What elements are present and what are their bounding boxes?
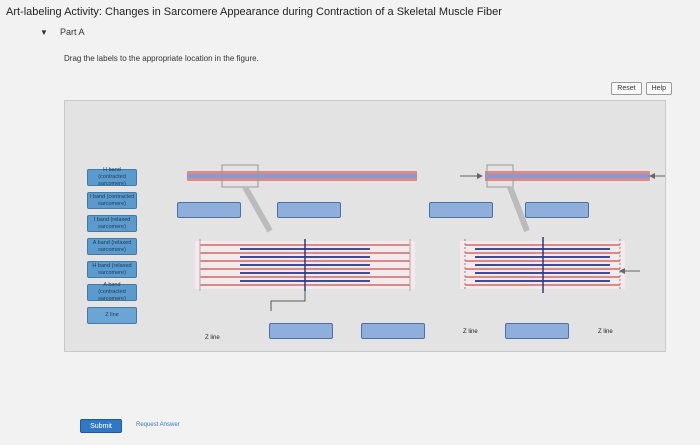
- drop-target-7[interactable]: [505, 323, 569, 339]
- part-label[interactable]: Part A: [60, 27, 85, 37]
- toolbar: Reset Help: [611, 82, 672, 95]
- drop-target-2[interactable]: [277, 202, 341, 218]
- relaxed-sarcomere: [195, 239, 415, 311]
- label-chip-i-band-relaxed[interactable]: I band (relaxed sarcomere): [87, 215, 137, 232]
- label-chip-z-line[interactable]: Z line: [87, 307, 137, 324]
- labeling-area: H band (contracted sarcomere) I band (co…: [64, 100, 666, 352]
- drop-target-3[interactable]: [429, 202, 493, 218]
- z-line-label-3: Z line: [598, 329, 613, 335]
- myofibril-strip-contracted: [460, 164, 665, 233]
- activity-title: Art-labeling Activity: Changes in Sarcom…: [6, 6, 502, 18]
- label-chip-a-band-contracted[interactable]: A band (contracted sarcomere): [87, 282, 137, 302]
- drop-target-1[interactable]: [177, 202, 241, 218]
- contracted-sarcomere: [460, 237, 640, 293]
- help-button[interactable]: Help: [645, 82, 672, 95]
- request-answer-link[interactable]: Request Answer: [136, 422, 180, 428]
- drop-target-4[interactable]: [525, 202, 589, 218]
- drop-target-6[interactable]: [361, 323, 425, 339]
- submit-button[interactable]: Submit: [80, 419, 122, 433]
- myofibril-strip-relaxed: [187, 164, 417, 233]
- z-line-label-1: Z line: [205, 335, 220, 341]
- z-line-label-2: Z line: [463, 329, 478, 335]
- label-chip-a-band-relaxed[interactable]: A band (relaxed sarcomere): [87, 238, 137, 255]
- instructions-text: Drag the labels to the appropriate locat…: [64, 54, 259, 63]
- label-chip-h-band-contracted[interactable]: H band (contracted sarcomere): [87, 167, 137, 187]
- label-chip-i-band-contracted[interactable]: I band (contracted sarcomere): [87, 192, 137, 209]
- drop-target-5[interactable]: [269, 323, 333, 339]
- reset-button[interactable]: Reset: [611, 82, 642, 95]
- collapse-caret-icon[interactable]: ▼: [40, 28, 48, 37]
- label-bank: H band (contracted sarcomere) I band (co…: [87, 167, 137, 324]
- label-chip-h-band-relaxed[interactable]: H band (relaxed sarcomere): [87, 261, 137, 278]
- sarcomere-figure: [187, 164, 665, 311]
